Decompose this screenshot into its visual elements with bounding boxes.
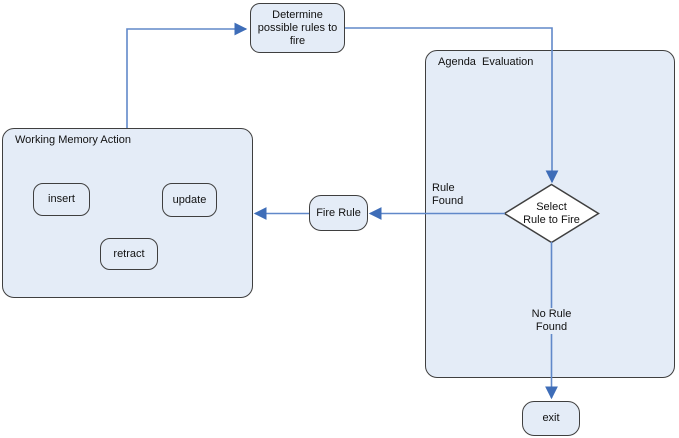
connector-working-memory-to-determine bbox=[126, 22, 248, 128]
determine-rules-label: Determine possible rules to fire bbox=[257, 8, 338, 47]
agenda-evaluation-label: Agenda Evaluation bbox=[438, 56, 534, 68]
working-memory-action-label: Working Memory Action bbox=[15, 134, 131, 146]
fire-rule-node: Fire Rule bbox=[309, 195, 368, 231]
no-rule-found-label: No Rule Found bbox=[518, 308, 585, 334]
exit-node: exit bbox=[522, 401, 580, 436]
update-label: update bbox=[172, 193, 207, 206]
insert-label: insert bbox=[48, 193, 75, 205]
exit-label: exit bbox=[542, 412, 560, 424]
select-rule-label: Select Rule to Fire bbox=[523, 200, 580, 226]
fire-rule-label: Fire Rule bbox=[316, 206, 361, 219]
update-node: update bbox=[162, 183, 217, 217]
retract-label: retract bbox=[113, 247, 145, 260]
retract-node: retract bbox=[100, 238, 158, 270]
insert-node: insert bbox=[33, 183, 90, 216]
rule-found-label: Rule Found bbox=[430, 182, 466, 208]
determine-rules-node: Determine possible rules to fire bbox=[250, 3, 345, 53]
